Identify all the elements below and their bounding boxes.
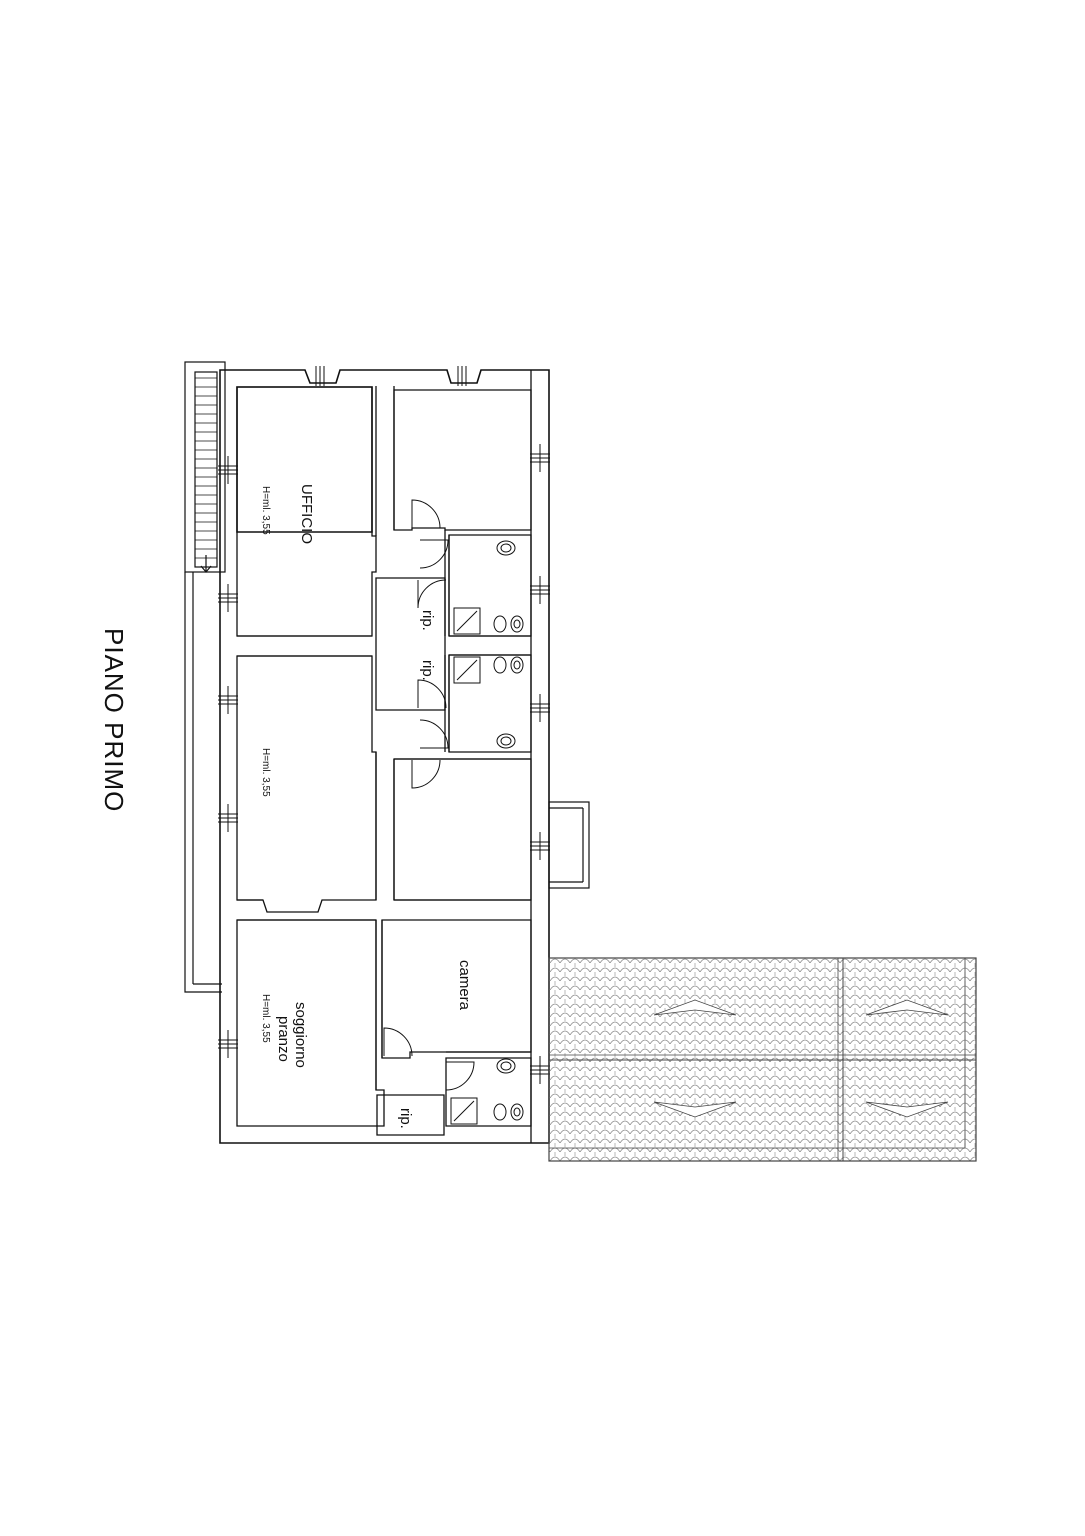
door-soggiorno: [383, 1027, 413, 1057]
bidet-1: [493, 615, 507, 633]
door-bathroom-2: [419, 719, 449, 749]
soggiorno-height: H=ml. 3,55: [260, 994, 271, 1043]
roof: [548, 957, 977, 1162]
bidet-3: [493, 1103, 507, 1121]
door-rip-1: [417, 579, 447, 609]
door-middle-right-room: [411, 759, 441, 789]
middle-room-height: H=ml. 3,55: [260, 748, 271, 797]
bidet-2: [493, 656, 507, 674]
door-top-right-room: [411, 499, 441, 529]
soggiorno-label-line2: pranzo: [275, 1016, 292, 1062]
top-right-room: [393, 389, 532, 531]
door-bathroom-3: [445, 1061, 475, 1091]
rip-3-room: [376, 1094, 445, 1136]
right-balcony: [548, 801, 590, 889]
shower-3: [450, 1097, 478, 1125]
rip-2-label: rip.: [419, 660, 436, 681]
roof-arrow-4: [865, 1101, 949, 1118]
toilet-3: [496, 1058, 516, 1074]
external-stair: [184, 361, 226, 573]
soggiorno-room: [236, 919, 385, 1127]
shower-1: [453, 607, 481, 635]
ufficio-height: H=ml. 3,55: [260, 486, 271, 535]
rip-1-label: rip.: [419, 610, 436, 631]
corridor: [375, 577, 446, 711]
doors: [383, 499, 475, 1091]
drawing-title: PIANO PRIMO: [99, 628, 129, 812]
ufficio-label: UFFICIO: [298, 484, 315, 544]
camera-label: camera: [456, 960, 473, 1011]
room-labels: UFFICIO H=ml. 3,55 H=ml. 3,55 soggiorno …: [260, 484, 473, 1129]
door-rip-2: [417, 679, 447, 709]
middle-right-room: [393, 758, 532, 901]
toilet-1: [496, 540, 516, 556]
door-bathroom-1: [419, 539, 449, 569]
rip-3-label: rip.: [397, 1108, 414, 1129]
shower-2: [453, 656, 481, 684]
toilet-2: [496, 733, 516, 749]
roof-arrow-3: [653, 1101, 737, 1118]
middle-room: [236, 655, 377, 913]
balcony-walkway: [184, 572, 222, 993]
sanitary-fixtures: [450, 540, 524, 1125]
roof-arrow-2: [865, 999, 949, 1016]
windows: [218, 366, 550, 1084]
bathroom-2: [448, 654, 532, 753]
roof-arrow-1: [653, 999, 737, 1016]
soggiorno-label-line1: soggiorno: [292, 1002, 309, 1068]
internal-walls: [237, 370, 532, 1143]
